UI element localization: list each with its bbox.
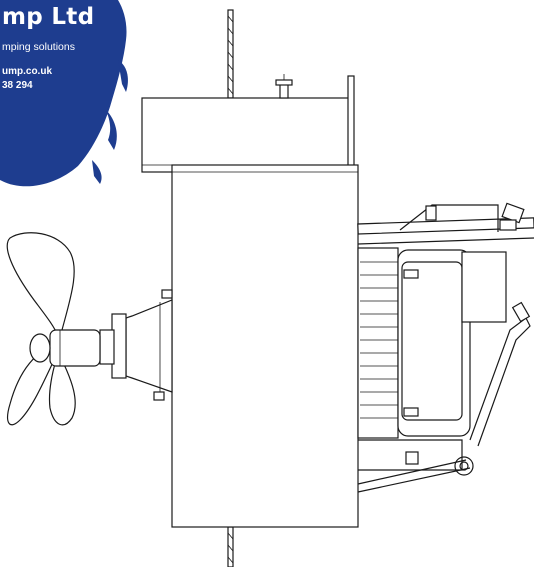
support-frame (357, 301, 531, 493)
mounting-plate (171, 164, 359, 528)
brand-swoosh (0, 0, 128, 187)
gearbox (99, 289, 173, 401)
company-website: ump.co.uk (2, 66, 53, 77)
company-tagline: mping solutions (2, 41, 75, 53)
propeller (6, 232, 101, 426)
company-logo: mp Ltd mping solutions ump.co.uk 38 294 (0, 0, 130, 190)
motor-housing (357, 247, 507, 439)
company-name: mp Ltd (2, 4, 95, 30)
brand-swoosh-shape (0, 0, 127, 187)
cooling-fins (360, 261, 398, 419)
company-phone: 38 294 (2, 80, 33, 91)
lifting-arm (357, 202, 534, 245)
